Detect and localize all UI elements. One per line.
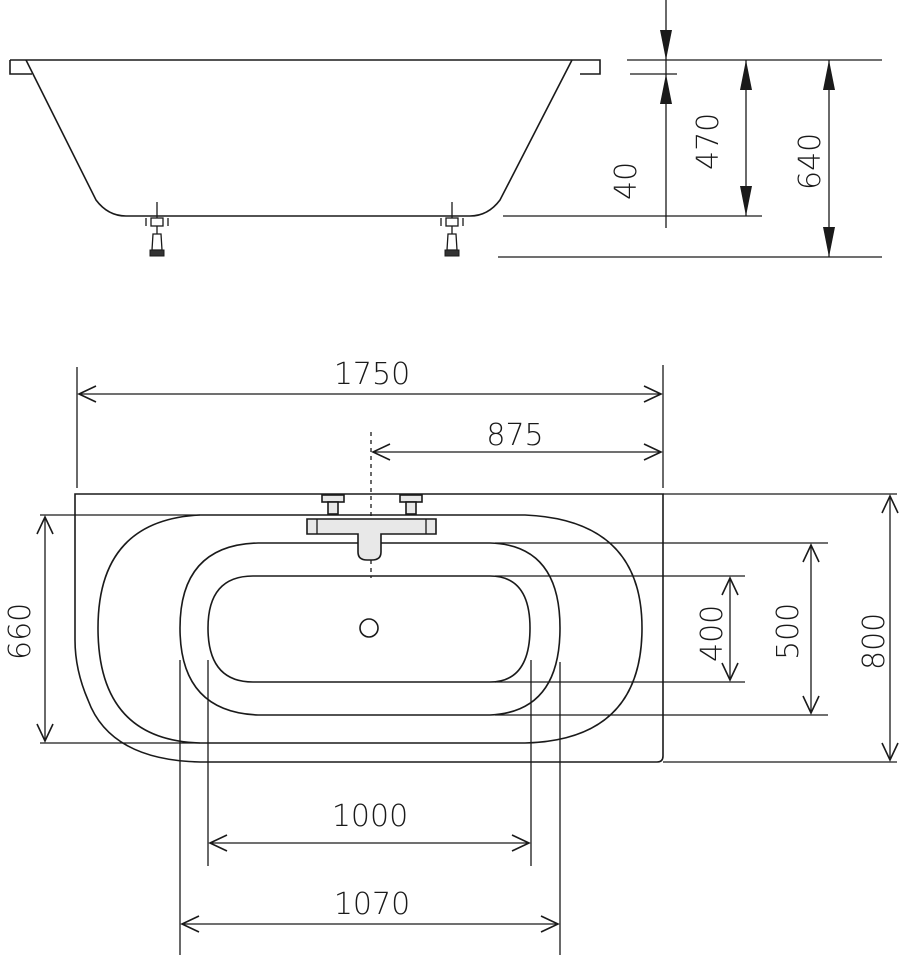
drain-icon	[359, 618, 379, 638]
dim-basin-length-1070: 1070	[180, 887, 560, 933]
dim-total-height: 640	[793, 60, 835, 257]
basin-middle	[179, 542, 561, 716]
tub-body	[25, 59, 573, 217]
svg-text:640: 640	[793, 133, 828, 190]
dim-basin-width-500: 500	[771, 543, 820, 715]
dim-overall-length: 1750	[76, 357, 664, 488]
svg-text:40: 40	[609, 162, 644, 200]
svg-text:1750: 1750	[334, 357, 410, 392]
basin-inner	[207, 575, 531, 683]
dim-overall-width: 800	[857, 494, 899, 762]
basin-outer-rim	[97, 514, 643, 744]
dim-rim-thickness: 40	[609, 0, 672, 228]
dim-tub-depth: 470	[691, 60, 752, 216]
svg-text:800: 800	[857, 613, 892, 670]
dim-outer-basin-width: 660	[3, 515, 54, 743]
svg-text:1070: 1070	[334, 887, 410, 922]
svg-text:660: 660	[3, 603, 38, 660]
svg-text:400: 400	[695, 605, 730, 662]
svg-text:875: 875	[486, 418, 543, 453]
top-view: 1750 875	[3, 357, 899, 955]
tub-outline	[74, 493, 664, 763]
faucet-icon	[306, 494, 437, 561]
tub-rim	[9, 59, 601, 75]
svg-text:470: 470	[691, 113, 726, 170]
adjustable-foot-left	[145, 202, 169, 257]
adjustable-foot-right	[440, 202, 464, 257]
dim-basin-width-400: 400	[695, 576, 739, 682]
svg-text:500: 500	[771, 603, 806, 660]
dim-inner-length-1000: 1000	[208, 799, 531, 852]
svg-text:1000: 1000	[332, 799, 408, 834]
side-view: 40 470 640	[9, 0, 882, 258]
